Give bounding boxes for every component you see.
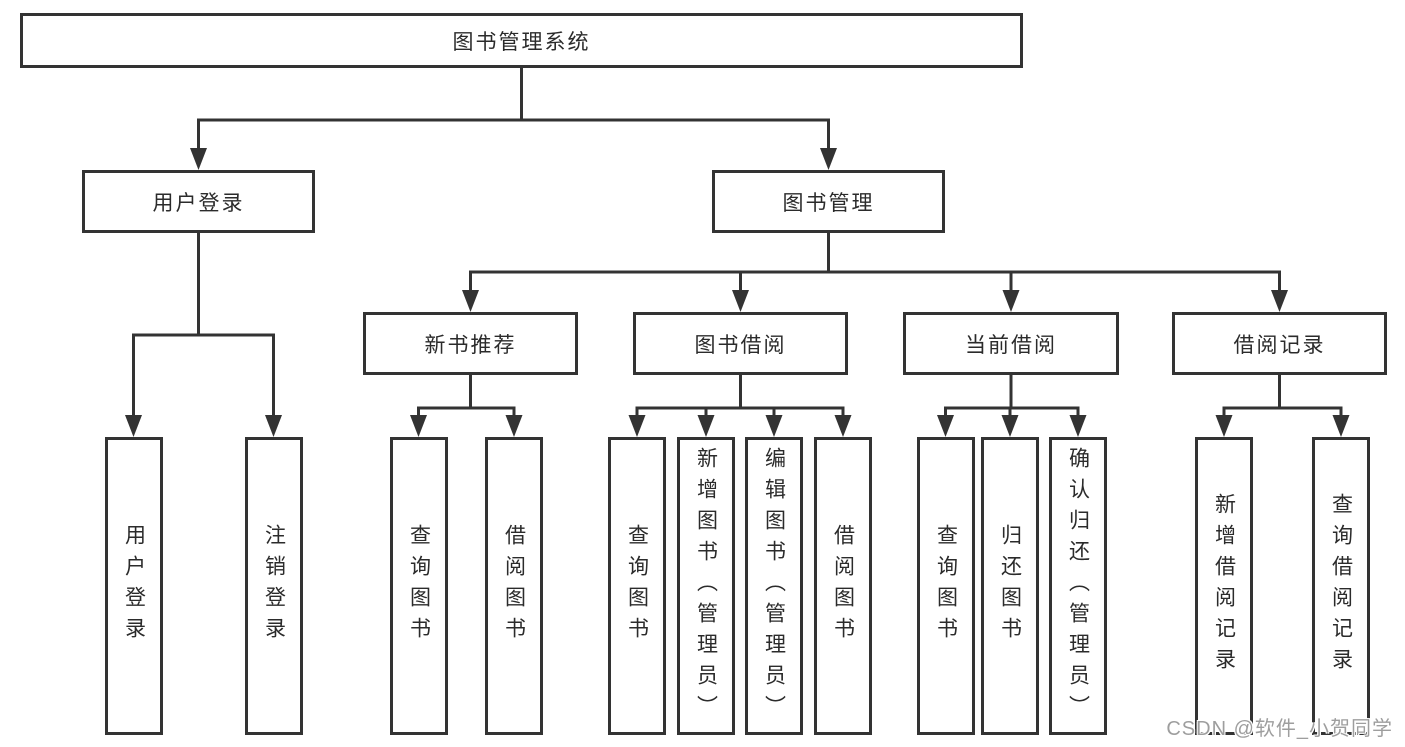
leaf-query-books-borrow: 查询图书 [608,437,666,735]
leaf-label: 注销登录 [262,524,286,648]
leaf-label: 借阅图书 [831,524,855,648]
arrowhead [190,148,207,170]
arrowhead [937,415,954,437]
arrowhead [697,415,715,437]
arrowhead [265,415,282,437]
leaf-add-book-admin: 新增图书（管理员） [677,437,735,735]
arrowhead [628,415,646,437]
arrowhead [820,148,837,170]
arrowhead [834,415,852,437]
node-current-borrow: 当前借阅 [903,312,1119,375]
leaf-query-books-current: 查询图书 [917,437,975,735]
leaf-label: 查询图书 [625,524,649,648]
arrowhead [505,415,523,437]
leaf-query-borrow-record: 查询借阅记录 [1312,437,1370,735]
arrowhead [125,415,142,437]
node-user-login: 用户登录 [82,170,315,233]
node-borrow-records: 借阅记录 [1172,312,1387,375]
arrowhead [462,290,479,312]
leaf-borrow-books-recommend: 借阅图书 [485,437,543,735]
leaf-label: 查询借阅记录 [1329,493,1353,679]
node-book-borrow: 图书借阅 [633,312,848,375]
csdn-watermark: CSDN @软件_小贺同学 [1166,718,1393,740]
arrowhead [765,415,783,437]
leaf-user-login: 用户登录 [105,437,163,735]
arrowhead [1069,415,1087,437]
arrowhead [1001,415,1019,437]
leaf-label: 查询图书 [407,524,431,648]
leaf-return-book: 归还图书 [981,437,1039,735]
leaf-label: 编辑图书（管理员） [762,446,786,726]
leaf-add-borrow-record: 新增借阅记录 [1195,437,1253,735]
leaf-confirm-return-admin: 确认归还（管理员） [1049,437,1107,735]
leaf-query-books-recommend: 查询图书 [390,437,448,735]
leaf-label: 新增借阅记录 [1212,493,1236,679]
arrowheads [125,148,1350,437]
arrowhead [732,290,749,312]
leaf-label: 用户登录 [122,524,146,648]
arrowhead [1002,290,1020,312]
leaf-borrow-books: 借阅图书 [814,437,872,735]
leaf-label: 确认归还（管理员） [1066,446,1090,726]
arrowhead [1271,290,1288,312]
arrowhead [1215,415,1233,437]
node-root-library-system: 图书管理系统 [20,13,1023,68]
node-book-management: 图书管理 [712,170,945,233]
leaf-logout: 注销登录 [245,437,303,735]
arrowhead [410,415,427,437]
leaf-label: 查询图书 [934,524,958,648]
node-new-book-recommend: 新书推荐 [363,312,578,375]
leaf-label: 新增图书（管理员） [694,446,718,726]
arrowhead [1332,415,1350,437]
leaf-edit-book-admin: 编辑图书（管理员） [745,437,803,735]
leaf-label: 借阅图书 [502,524,526,648]
leaf-label: 归还图书 [998,524,1022,648]
